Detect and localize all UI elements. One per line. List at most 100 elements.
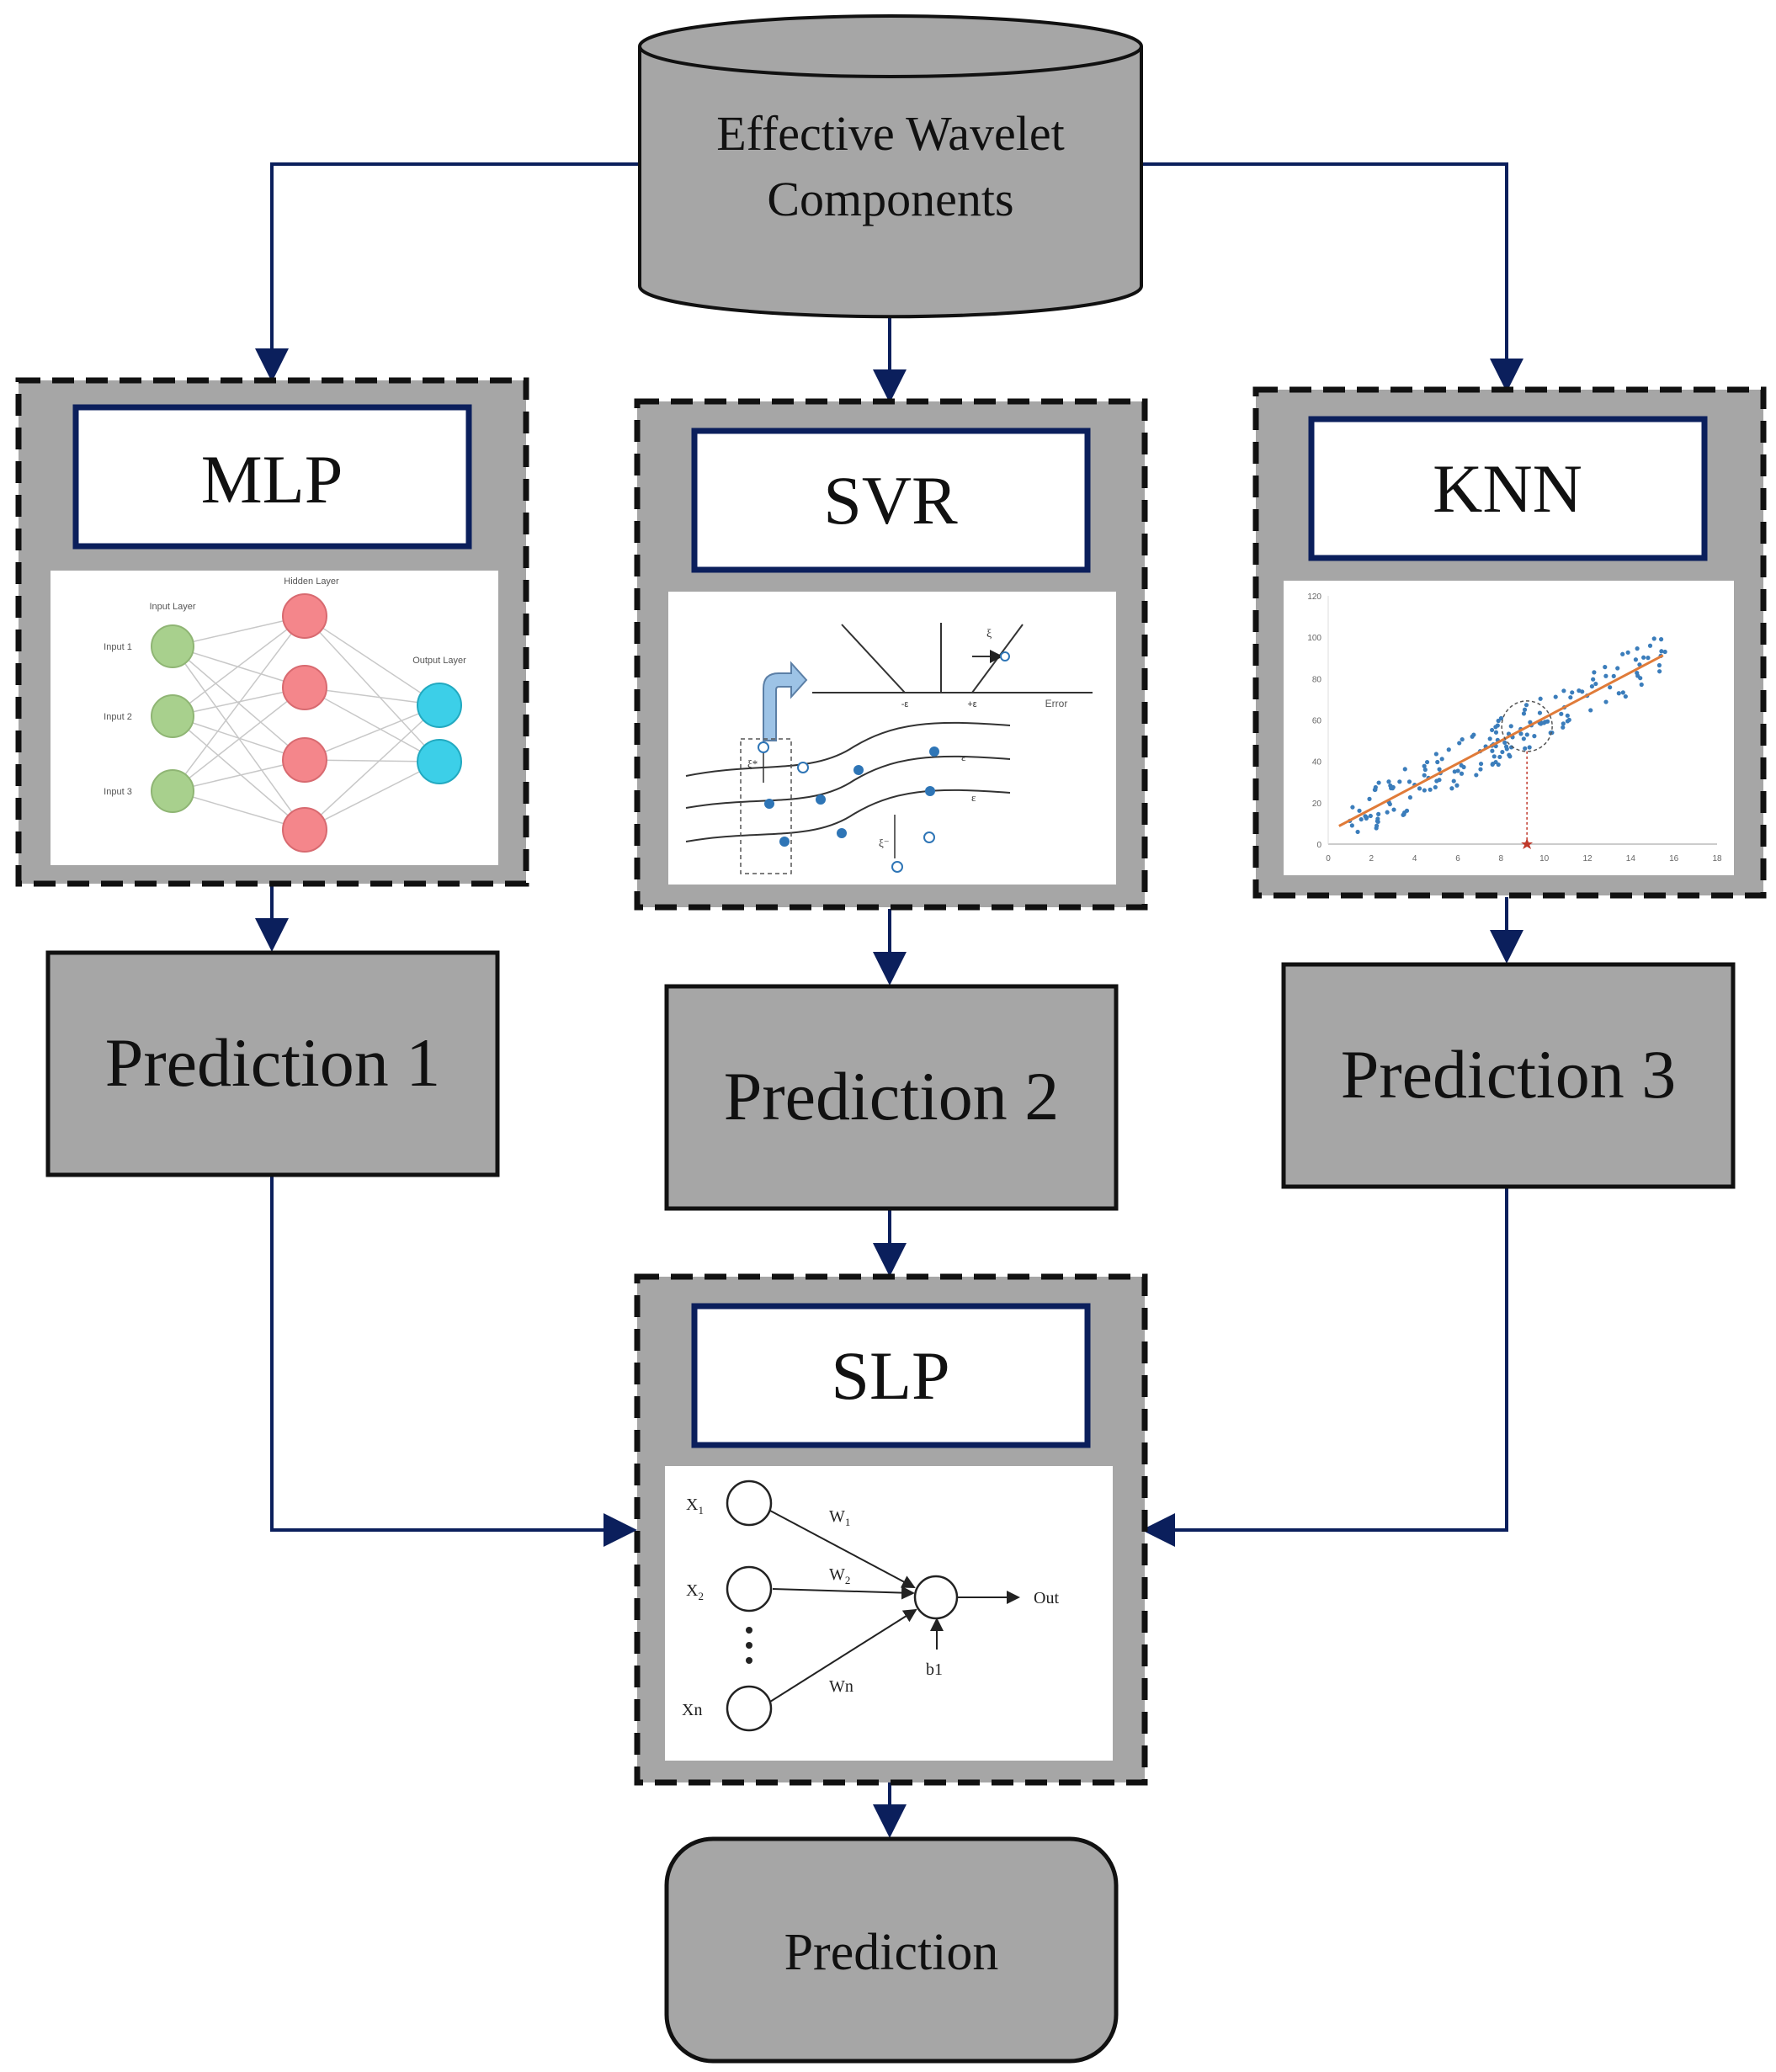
knn-point: [1439, 757, 1444, 762]
knn-point: [1422, 788, 1427, 793]
knn-point: [1580, 689, 1585, 694]
slp-ellipsis-dot: [746, 1627, 752, 1634]
knn-point: [1593, 681, 1598, 687]
knn-point: [1490, 727, 1495, 733]
knn-point: [1375, 819, 1380, 825]
slp-bias-label: b1: [926, 1660, 943, 1679]
slp-x1-label: X1: [686, 1496, 704, 1517]
knn-title-box: [1308, 416, 1708, 561]
arrow-prediction1-to-slp: [270, 1175, 637, 1547]
knn-point: [1457, 741, 1462, 746]
knn-point: [1502, 740, 1507, 745]
knn-point: [1390, 786, 1396, 791]
mlp-panel: MLP Input Layer Hidden Layer Output Laye…: [15, 377, 529, 887]
knn-point: [1350, 805, 1355, 810]
svr-zoom-box: [740, 738, 792, 874]
svr-support-vector: [891, 861, 903, 873]
source-label-line2: Components: [767, 172, 1013, 226]
svr-loss-function: [812, 623, 1093, 693]
knn-point: [1646, 656, 1651, 661]
svr-title: SVR: [823, 462, 958, 539]
knn-y-tick-label: 80: [1312, 675, 1322, 684]
source-cylinder: Effective Wavelet Components: [638, 14, 1143, 319]
mlp-connections: [172, 615, 440, 831]
knn-point: [1633, 657, 1639, 662]
final-prediction-box: Prediction: [664, 1836, 1119, 2064]
slp-out-label: Out: [1034, 1589, 1059, 1607]
slp-panel: SLP X1 X2 Xn W1 W2 Wn b1 Out: [634, 1273, 1148, 1786]
knn-point: [1402, 767, 1407, 772]
knn-x-tick-label: 2: [1369, 854, 1375, 863]
svr-points: [758, 741, 939, 873]
knn-point: [1588, 708, 1593, 713]
knn-point: [1459, 762, 1464, 768]
knn-point: [1407, 794, 1413, 800]
knn-trend-line: [1338, 654, 1664, 827]
slp-input-node-2: [726, 1565, 773, 1612]
knn-point: [1541, 720, 1546, 725]
mlp-output-node: [417, 739, 462, 784]
mlp-title: MLP: [201, 441, 343, 518]
svr-point: [816, 794, 826, 805]
mlp-hidden-layer-label: Hidden Layer: [284, 576, 339, 587]
knn-title: KNN: [1433, 450, 1582, 527]
knn-point: [1357, 808, 1362, 813]
slp-weights: [769, 1510, 1020, 1703]
knn-point: [1561, 725, 1566, 730]
svr-point: [779, 837, 790, 847]
knn-point: [1367, 796, 1372, 801]
svr-point: [853, 765, 864, 775]
mlp-title-box: [72, 404, 472, 550]
knn-point: [1391, 807, 1396, 812]
mlp-input-label: Input 1: [104, 642, 132, 652]
svr-support-vector: [797, 762, 809, 773]
mlp-output-node: [417, 683, 462, 728]
knn-point: [1635, 646, 1640, 651]
knn-point: [1523, 746, 1528, 751]
knn-y-tick-label: 40: [1312, 758, 1322, 768]
knn-point: [1500, 749, 1505, 755]
mlp-input-node: [151, 769, 194, 813]
svr-pos-eps-label: +ε: [967, 699, 976, 709]
knn-point: [1446, 747, 1451, 752]
knn-point: [1385, 810, 1390, 815]
knn-point: [1620, 690, 1625, 695]
mlp-hidden-node: [282, 737, 327, 783]
svr-panel: SVR ξ -ε +ε Error ξ* ξ⁻ ε ε: [634, 398, 1148, 911]
mlp-hidden-node: [282, 593, 327, 639]
knn-point: [1561, 721, 1566, 726]
knn-point: [1490, 748, 1495, 753]
knn-point: [1591, 677, 1596, 682]
knn-point: [1641, 655, 1646, 660]
knn-point: [1455, 768, 1460, 773]
knn-point: [1659, 649, 1664, 654]
knn-point: [1422, 767, 1428, 773]
svr-support-vector: [923, 831, 935, 843]
prediction-3-label: Prediction 3: [1341, 1036, 1677, 1113]
svr-curved-arrow-icon: [763, 661, 808, 741]
knn-x-tick-label: 16: [1669, 854, 1679, 863]
knn-point: [1460, 736, 1465, 742]
knn-x-tick-label: 4: [1412, 854, 1417, 863]
knn-point: [1615, 666, 1620, 671]
knn-point: [1478, 761, 1484, 767]
knn-point: [1603, 699, 1609, 704]
knn-neighborhood-circle: [1501, 700, 1553, 752]
knn-x-tick-label: 12: [1582, 854, 1593, 863]
knn-point: [1349, 823, 1354, 828]
knn-point: [1496, 762, 1501, 768]
knn-point: [1608, 685, 1613, 690]
knn-point: [1493, 730, 1499, 735]
prediction-box-1: Prediction 1: [45, 950, 500, 1177]
knn-point: [1561, 688, 1566, 693]
knn-point: [1428, 787, 1433, 792]
knn-point: [1508, 724, 1513, 729]
knn-point: [1376, 780, 1381, 785]
knn-point: [1532, 734, 1537, 739]
knn-point: [1422, 773, 1427, 778]
knn-point: [1545, 719, 1550, 724]
arrow-prediction3-to-slp: [1141, 1187, 1508, 1547]
slp-wn-label: Wn: [829, 1677, 853, 1696]
knn-point: [1657, 669, 1662, 674]
